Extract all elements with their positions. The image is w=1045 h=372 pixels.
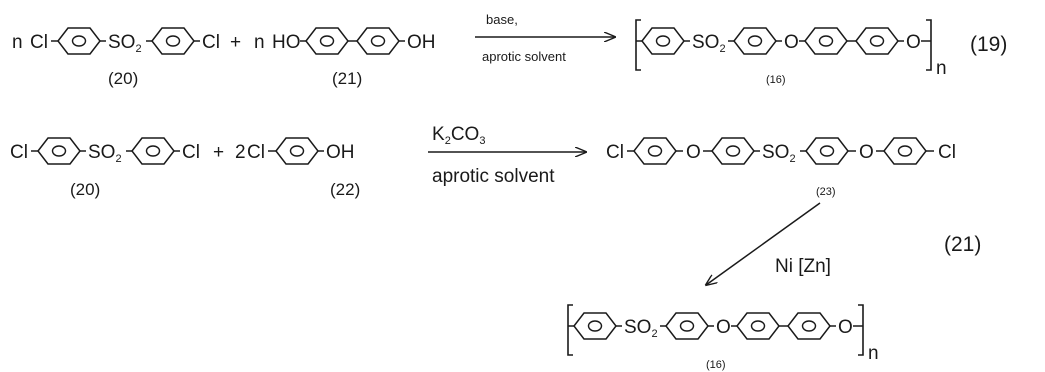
- equation-number-21: (21): [944, 233, 981, 256]
- benzene-ring-icon: [573, 312, 617, 340]
- sulfonyl-subscript: 2: [719, 43, 725, 55]
- catalyst-label: Ni [Zn]: [775, 256, 831, 277]
- benzene-ring-icon: [665, 312, 709, 340]
- reaction-arrow-21: K2CO3 aprotic solvent: [428, 124, 586, 187]
- bracket-right: [858, 304, 864, 356]
- compound-23-intermediate: Cl O SO2 O Cl (23): [606, 137, 956, 198]
- repeat-n: n: [868, 343, 879, 364]
- svg-text:K2CO3: K2CO3: [432, 124, 485, 147]
- reagent-co: CO: [451, 124, 480, 145]
- compound-label-22: (22): [330, 180, 360, 199]
- chloro-left: Cl: [10, 142, 28, 163]
- compound-label-16: (16): [766, 74, 786, 86]
- polymer-16-product: SO2 O O n (16): [567, 304, 879, 371]
- sulfonyl-group: SO: [108, 32, 135, 53]
- benzene-ring-icon: [855, 27, 899, 55]
- bracket-left: [567, 304, 573, 356]
- compound-label-16: (16): [706, 359, 726, 371]
- svg-text:SO2: SO2: [692, 32, 726, 55]
- svg-text:SO2: SO2: [762, 142, 796, 165]
- reagent-subscript-2: 2: [445, 135, 451, 147]
- compound-22-reactant: 2 Cl OH (22): [235, 137, 360, 199]
- reaction-arrow-coupling: Ni [Zn]: [706, 202, 831, 285]
- chloro-right: Cl: [182, 142, 200, 163]
- plus-sign: +: [230, 32, 241, 53]
- svg-text:SO2: SO2: [624, 317, 658, 340]
- benzene-ring-icon: [804, 27, 848, 55]
- ether-oxygen: O: [906, 32, 921, 53]
- compound-label-20: (20): [108, 69, 138, 88]
- benzene-ring-icon: [805, 137, 849, 165]
- hydroxy-right: OH: [407, 32, 436, 53]
- compound-20-reactant: n Cl SO2 Cl (20): [12, 27, 220, 88]
- repeat-n: n: [936, 58, 947, 79]
- svg-text:SO2: SO2: [88, 142, 122, 165]
- compound-21-reactant: n HO OH (21): [254, 27, 436, 88]
- solvent-label: aprotic solvent: [482, 49, 566, 64]
- coefficient-2: 2: [235, 142, 246, 163]
- benzene-ring-icon: [305, 27, 349, 55]
- coefficient-n: n: [254, 32, 265, 53]
- reagent-k: K: [432, 124, 445, 145]
- svg-text:SO2: SO2: [108, 32, 142, 55]
- reagent-subscript-3: 3: [479, 135, 485, 147]
- hydroxy: OH: [326, 142, 355, 163]
- sulfonyl-group: SO: [624, 317, 651, 338]
- ether-oxygen: O: [686, 142, 701, 163]
- benzene-ring-icon: [131, 137, 175, 165]
- compound-label-20: (20): [70, 180, 100, 199]
- compound-label-23: (23): [816, 186, 836, 198]
- reaction-19: n Cl SO2 Cl (20) + n HO OH (21): [12, 12, 1007, 88]
- hydroxy-left: HO: [272, 32, 301, 53]
- benzene-ring-icon: [883, 137, 927, 165]
- benzene-ring-icon: [711, 137, 755, 165]
- benzene-ring-icon: [733, 27, 777, 55]
- sulfonyl-subscript: 2: [651, 328, 657, 340]
- compound-label-21: (21): [332, 69, 362, 88]
- ether-oxygen: O: [859, 142, 874, 163]
- bracket-left: [635, 19, 641, 71]
- solvent-label: aprotic solvent: [432, 166, 555, 187]
- benzene-ring-icon: [275, 137, 319, 165]
- polymer-16-product: SO2 O O n (16): [635, 19, 947, 86]
- benzene-ring-icon: [736, 312, 780, 340]
- chloro: Cl: [247, 142, 265, 163]
- benzene-ring-icon: [787, 312, 831, 340]
- sulfonyl-group: SO: [692, 32, 719, 53]
- compound-20-reactant: Cl SO2 Cl (20): [10, 137, 200, 199]
- sulfonyl-subscript: 2: [135, 43, 141, 55]
- coefficient-n: n: [12, 32, 23, 53]
- equation-number-19: (19): [970, 33, 1007, 56]
- ether-oxygen: O: [784, 32, 799, 53]
- benzene-ring-icon: [641, 27, 685, 55]
- sulfonyl-group: SO: [88, 142, 115, 163]
- sulfonyl-group: SO: [762, 142, 789, 163]
- chloro-right: Cl: [202, 32, 220, 53]
- chloro-right: Cl: [938, 142, 956, 163]
- sulfonyl-subscript: 2: [789, 153, 795, 165]
- bracket-right: [926, 19, 932, 71]
- plus-sign: +: [213, 142, 224, 163]
- benzene-ring-icon: [151, 27, 195, 55]
- reaction-arrow-19: base, aprotic solvent: [475, 12, 615, 64]
- chloro-left: Cl: [606, 142, 624, 163]
- benzene-ring-icon: [37, 137, 81, 165]
- benzene-ring-icon: [356, 27, 400, 55]
- sulfonyl-subscript: 2: [115, 153, 121, 165]
- benzene-ring-icon: [633, 137, 677, 165]
- ether-oxygen: O: [716, 317, 731, 338]
- benzene-ring-icon: [57, 27, 101, 55]
- ether-oxygen: O: [838, 317, 853, 338]
- reaction-21: Cl SO2 Cl (20) + 2 Cl OH (22) K2CO3 apr: [10, 124, 981, 371]
- chloro-left: Cl: [30, 32, 48, 53]
- reagent-base: base,: [486, 12, 518, 27]
